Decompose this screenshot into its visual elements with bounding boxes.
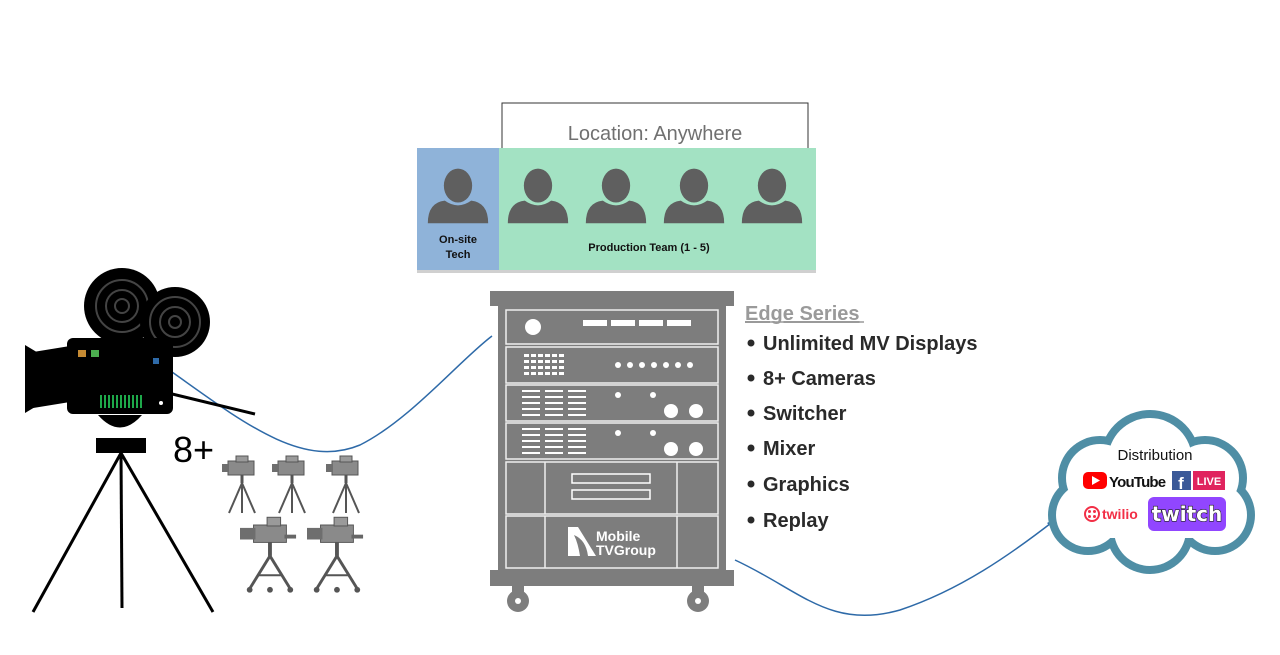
- mobile-tv-group-logo: Mobile TVGroup: [568, 527, 656, 558]
- distribution-title: Distribution: [1117, 447, 1192, 464]
- facebook-live-label: LIVE: [1197, 476, 1221, 488]
- feature-item: Replay: [763, 510, 829, 532]
- logo-line1: Mobile: [596, 528, 641, 544]
- feature-list-title: Edge Series: [745, 303, 860, 325]
- camera-4-icon: [240, 515, 298, 593]
- feature-list: Edge Series Unlimited MV Displays 8+ Cam…: [745, 303, 978, 532]
- equipment-rack: Mobile TVGroup: [490, 291, 734, 612]
- camera-1-icon: [222, 455, 257, 515]
- camera-2-icon: [272, 455, 307, 515]
- rack-to-distribution-connector: [734, 519, 1056, 617]
- twitch-label: twitch: [1152, 502, 1223, 526]
- feature-item: 8+ Cameras: [763, 368, 876, 390]
- onsite-label-line1: On-site: [439, 234, 477, 246]
- facebook-live-logo: f LIVE: [1172, 471, 1225, 493]
- cinema-camera-icon: [25, 268, 256, 613]
- onsite-label-line2: Tech: [446, 249, 471, 261]
- location-label: Location: Anywhere: [568, 123, 743, 145]
- distribution-cloud: Distribution YouTube f LIVE twilio twitc…: [1048, 410, 1255, 574]
- twilio-logo: twilio: [1084, 506, 1138, 522]
- production-team-label: Production Team (1 - 5): [588, 242, 710, 254]
- feature-item: Graphics: [763, 474, 850, 496]
- logo-line2: TVGroup: [596, 542, 656, 558]
- camera-count-label: 8+: [173, 429, 214, 470]
- twilio-label: twilio: [1102, 506, 1138, 522]
- youtube-logo: YouTube: [1083, 472, 1167, 491]
- feature-item: Switcher: [763, 403, 847, 425]
- svg-text:f: f: [1178, 474, 1184, 493]
- team-panel: On-site Tech Production Team (1 - 5): [417, 148, 816, 273]
- camera-5-icon: [307, 515, 365, 593]
- feature-item: Unlimited MV Displays: [763, 333, 978, 355]
- youtube-label: YouTube: [1109, 474, 1166, 491]
- camera-cluster: [222, 455, 365, 593]
- feature-item: Mixer: [763, 438, 815, 460]
- camera-to-rack-connector: [157, 335, 493, 453]
- location-box: Location: Anywhere: [501, 102, 809, 152]
- camera-3-icon: [326, 455, 361, 515]
- twitch-logo: twitch: [1148, 497, 1226, 531]
